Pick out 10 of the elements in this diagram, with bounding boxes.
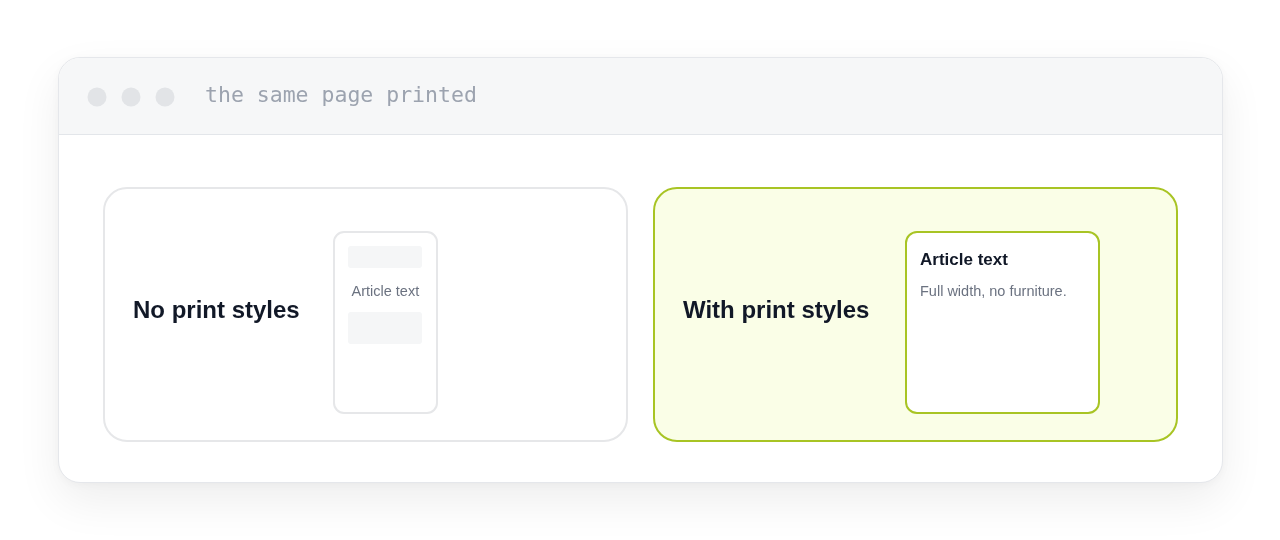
article-description: Full width, no furniture. bbox=[920, 282, 1067, 300]
panel-heading: With print styles bbox=[683, 295, 870, 325]
article-label: Article text bbox=[351, 282, 420, 300]
panel-heading: No print styles bbox=[133, 295, 300, 325]
page-preview-card bbox=[333, 231, 438, 414]
article-heading: Article text bbox=[920, 249, 1008, 270]
comparison-panel bbox=[103, 187, 628, 442]
page-preview-card bbox=[905, 231, 1100, 414]
comparison-panel-highlighted bbox=[653, 187, 1178, 442]
window-title: the same page printed bbox=[205, 82, 477, 108]
